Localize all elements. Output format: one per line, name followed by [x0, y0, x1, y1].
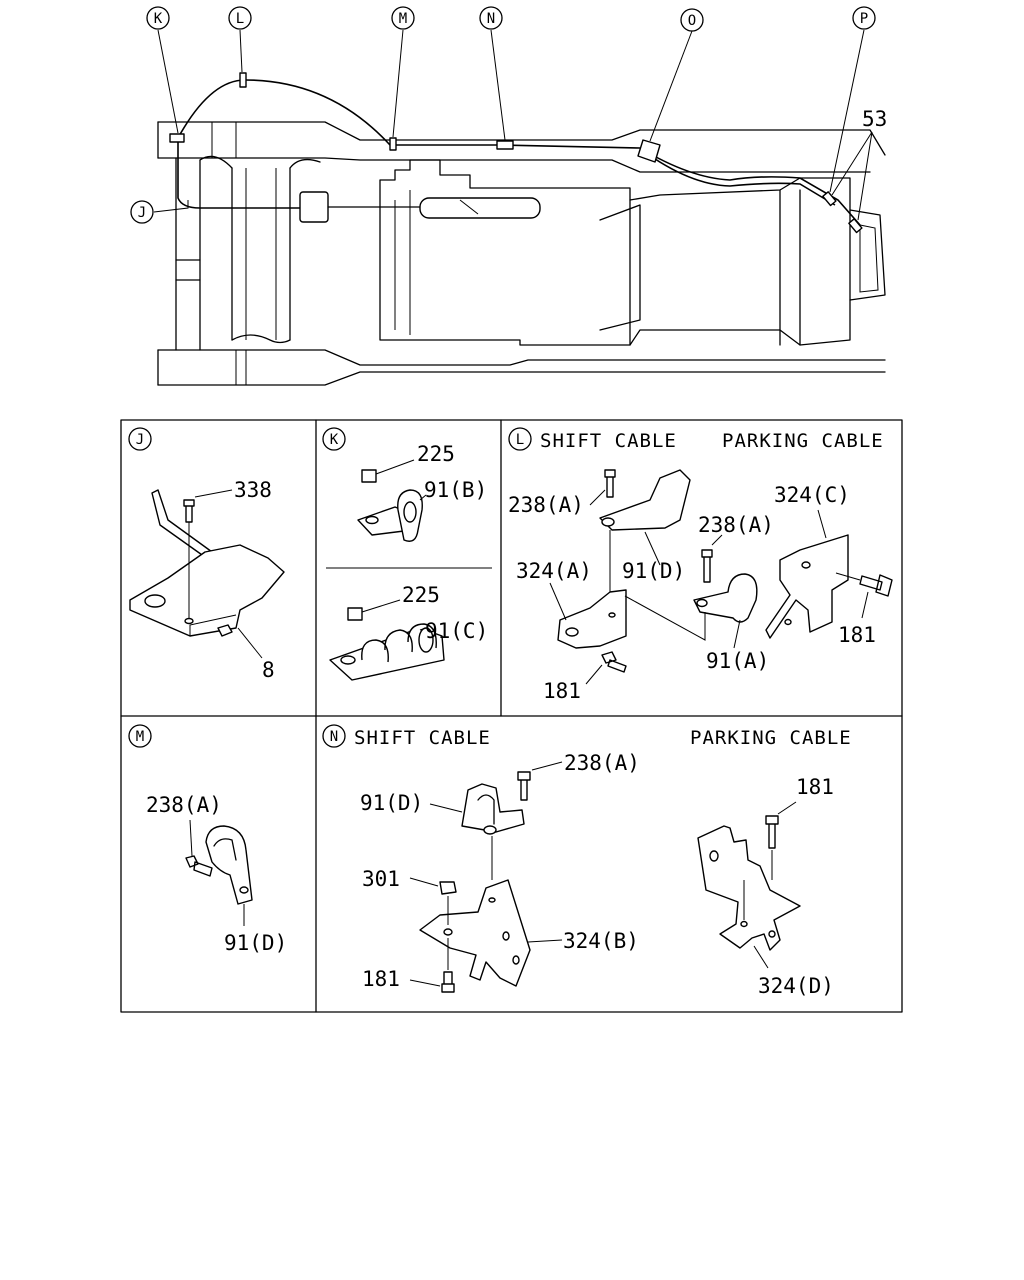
- svg-text:K: K: [154, 11, 163, 27]
- part-label-8: 8: [262, 658, 275, 682]
- detail-j: J 338 8: [128, 427, 285, 682]
- part-label-324b: 324(B): [563, 929, 639, 953]
- detail-m-letter: M: [128, 724, 152, 748]
- part-label-181-n2: 181: [796, 775, 834, 799]
- svg-text:M: M: [399, 11, 407, 27]
- svg-text:M: M: [136, 729, 144, 745]
- svg-text:L: L: [516, 432, 524, 448]
- svg-text:L: L: [236, 11, 244, 27]
- svg-text:N: N: [330, 729, 338, 745]
- callout-m[interactable]: M: [391, 6, 415, 30]
- detail-l: L SHIFT CABLE PARKING CABLE 238(A) 91(D)…: [508, 427, 893, 703]
- part-label-91d-n: 91(D): [360, 791, 423, 815]
- part-label-53: 53: [862, 107, 887, 131]
- svg-text:N: N: [487, 11, 495, 27]
- svg-text:J: J: [136, 432, 144, 448]
- part-label-238a-m: 238(A): [146, 793, 222, 817]
- detail-k: K 225 91(B) 225 91(C): [322, 427, 488, 681]
- svg-text:J: J: [138, 205, 146, 221]
- detail-k-letter: K: [322, 427, 346, 451]
- part-label-225: 225: [417, 442, 455, 466]
- part-label-91c: 91(C): [425, 619, 488, 643]
- chassis-overview: K L M N O P J 53: [130, 6, 887, 386]
- part-label-91d-m: 91(D): [224, 931, 287, 955]
- detail-n: N SHIFT CABLE PARKING CABLE 238(A) 91(D)…: [322, 724, 852, 998]
- callout-p[interactable]: P: [852, 6, 876, 30]
- callout-n[interactable]: N: [479, 6, 503, 30]
- part-label-181-n1: 181: [362, 967, 400, 991]
- part-label-238a-n: 238(A): [564, 751, 640, 775]
- svg-text:O: O: [688, 13, 696, 29]
- part-label-181-l1: 181: [543, 679, 581, 703]
- detail-j-letter: J: [128, 427, 152, 451]
- part-label-238a-l2: 238(A): [698, 513, 774, 537]
- callout-j[interactable]: J: [130, 200, 154, 224]
- part-label-238a-l1: 238(A): [508, 493, 584, 517]
- detail-l-title-parking: PARKING CABLE: [722, 430, 884, 452]
- callout-l[interactable]: L: [228, 6, 252, 30]
- part-label-338: 338: [234, 478, 272, 502]
- part-label-301: 301: [362, 867, 400, 891]
- part-label-225-lower: 225: [402, 583, 440, 607]
- part-label-324a: 324(A): [516, 559, 592, 583]
- callout-o[interactable]: O: [680, 8, 704, 32]
- part-label-181-l2: 181: [838, 623, 876, 647]
- part-label-91b: 91(B): [424, 478, 487, 502]
- svg-text:K: K: [330, 432, 339, 448]
- detail-n-title-shift: SHIFT CABLE: [354, 727, 491, 749]
- detail-l-title-shift: SHIFT CABLE: [540, 430, 677, 452]
- detail-n-letter: N: [322, 724, 346, 748]
- part-label-91d-l: 91(D): [622, 559, 685, 583]
- detail-n-title-parking: PARKING CABLE: [690, 727, 852, 749]
- callout-k[interactable]: K: [146, 6, 170, 30]
- svg-text:P: P: [860, 11, 868, 27]
- detail-grid: [120, 419, 903, 1013]
- part-label-324c: 324(C): [774, 483, 850, 507]
- detail-m: M 238(A) 91(D): [128, 724, 287, 955]
- part-label-324d: 324(D): [758, 974, 834, 998]
- detail-l-letter: L: [508, 427, 532, 451]
- part-label-91a: 91(A): [706, 649, 769, 673]
